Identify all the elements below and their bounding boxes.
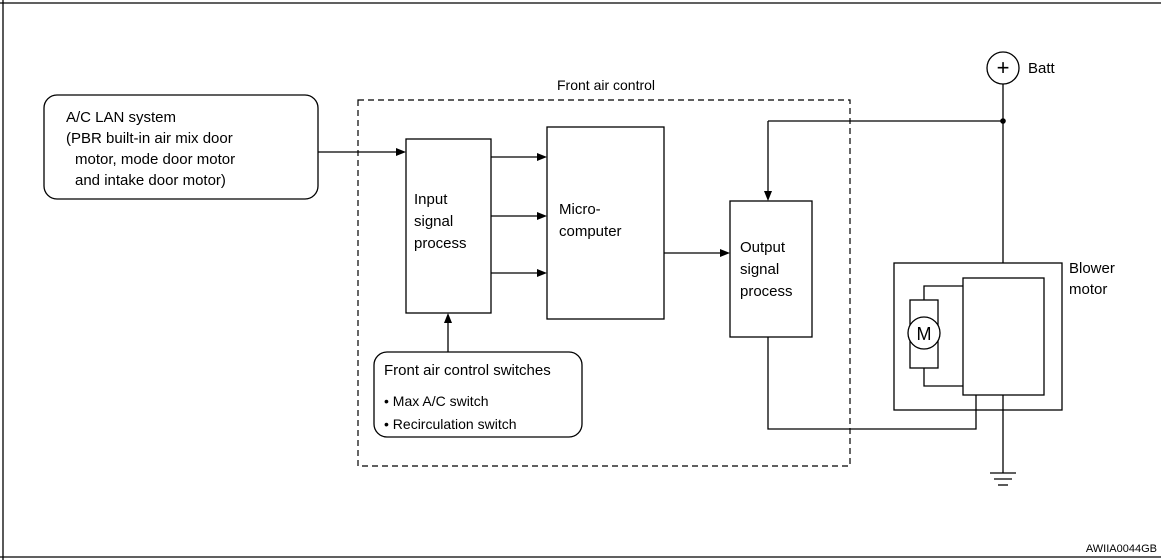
front-air-control-title: Front air control: [557, 77, 655, 93]
output-line-1: Output: [740, 239, 786, 256]
ground-connection: [990, 395, 1016, 486]
output-signal-process-block: Output signal process: [729, 200, 813, 338]
switch-item-recirculation: • Recirculation switch: [384, 416, 517, 432]
input-to-micro-arrows: [491, 153, 547, 277]
output-to-blower-wiring: [767, 337, 977, 430]
ac-lan-line-2: (PBR built-in air mix door: [66, 130, 233, 147]
motor-symbol: M: [917, 324, 932, 344]
micro-line-2: computer: [559, 223, 622, 240]
microcomputer-block: Micro- computer: [546, 126, 665, 320]
figure-code: AWIIA0044GB: [1086, 543, 1157, 555]
input-line-3: process: [414, 235, 467, 252]
input-signal-process-block: Input signal process: [405, 138, 492, 314]
switch-item-max-ac: • Max A/C switch: [384, 393, 488, 409]
switches-title: Front air control switches: [384, 362, 551, 379]
front-air-control-switches-block: Front air control switches • Max A/C swi…: [373, 351, 583, 438]
micro-to-output-arrow: [664, 249, 730, 257]
micro-line-1: Micro-: [559, 201, 601, 218]
ac-lan-line-4: and intake door motor): [75, 172, 226, 189]
blower-motor-assembly: M Blower motor: [893, 260, 1115, 411]
front-air-control-boundary: Front air control: [357, 77, 851, 467]
output-line-2: signal: [740, 261, 779, 278]
battery-label: Batt: [1028, 60, 1056, 77]
blower-label-line-2: motor: [1069, 281, 1107, 298]
ac-lan-system-block: A/C LAN system (PBR built-in air mix doo…: [43, 94, 319, 200]
ac-lan-line-3: motor, mode door motor: [75, 151, 235, 168]
input-line-1: Input: [414, 191, 448, 208]
output-line-3: process: [740, 283, 793, 300]
input-line-2: signal: [414, 213, 453, 230]
motor-icon: [907, 316, 941, 350]
battery-feed-wiring: [764, 84, 1006, 278]
battery-terminal: + Batt: [986, 51, 1056, 85]
ground-icon: [990, 472, 1016, 486]
blower-controller-box: [962, 277, 1045, 396]
battery-symbol: +: [997, 55, 1010, 80]
switches-to-input-arrow: [444, 313, 452, 352]
blower-label-line-1: Blower: [1069, 260, 1115, 277]
lan-to-input-arrow: [318, 148, 406, 156]
ac-lan-line-1: A/C LAN system: [66, 109, 176, 126]
